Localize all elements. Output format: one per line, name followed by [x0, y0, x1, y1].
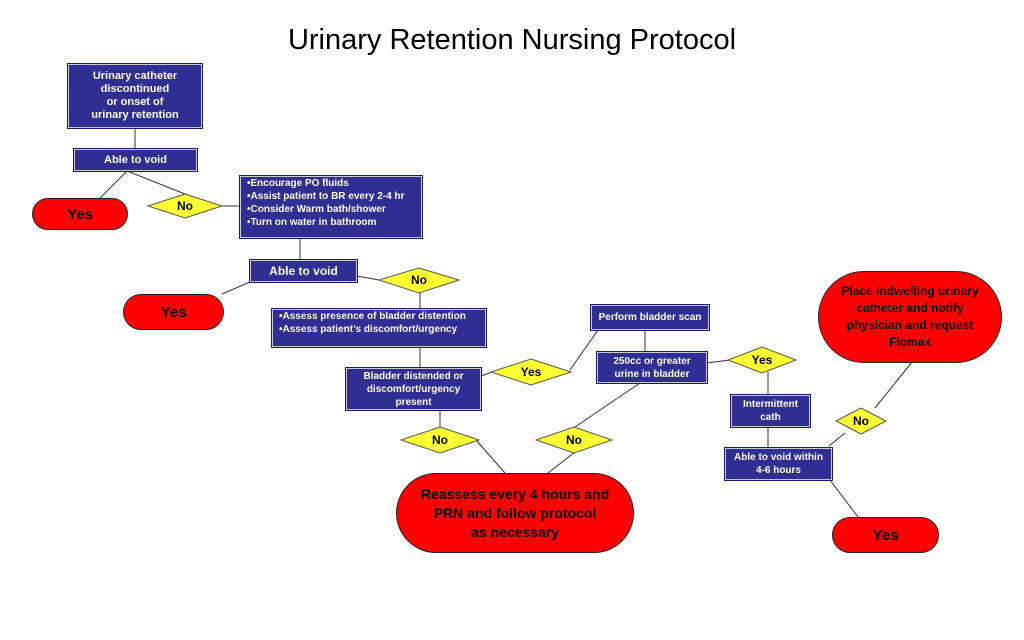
indwelling-catheter-oval: Place indwelling urinary catheter and no… — [818, 271, 1002, 363]
assess-box: •Assess presence of bladder distention •… — [271, 308, 487, 348]
connector — [356, 275, 380, 281]
decision-diamond — [377, 267, 461, 294]
connector — [706, 359, 731, 364]
connector — [569, 329, 599, 371]
decision-no-urine: No — [566, 433, 582, 447]
connector — [574, 382, 641, 428]
able-to-void-box-2: Able to void — [249, 259, 358, 283]
encourage-fluids-box: •Encourage PO fluids •Assist patient to … — [239, 175, 423, 239]
able-to-void-box-1: Able to void — [73, 148, 198, 172]
connector — [126, 170, 186, 195]
decision-no-2: No — [411, 273, 427, 287]
decision-no-1: No — [177, 199, 193, 213]
connector — [828, 432, 846, 447]
decision-diamond — [489, 358, 573, 386]
bladder-distended-box: Bladder distended or discomfort/urgency … — [345, 367, 482, 411]
decision-no-void: No — [853, 414, 869, 428]
page-title: Urinary Retention Nursing Protocol — [287, 24, 737, 56]
connector — [480, 371, 493, 377]
connector — [221, 281, 251, 295]
yes-oval-3: Yes — [832, 517, 939, 553]
intermittent-cath-box: Intermittent cath — [730, 394, 811, 428]
bladder-scan-box: Perform bladder scan — [590, 304, 710, 331]
yes-oval-1: Yes — [32, 198, 128, 230]
connector — [874, 361, 913, 409]
start-box: Urinary catheter discontinued or onset o… — [67, 63, 203, 129]
decision-diamond — [534, 426, 614, 454]
decision-yes-bladder: Yes — [520, 365, 542, 379]
decision-diamond — [146, 193, 224, 219]
decision-yes-urine: Yes — [751, 353, 773, 367]
urine-250-box: 250cc or greater urine in bladder — [596, 351, 708, 384]
decision-diamond — [399, 426, 481, 454]
connector — [99, 170, 128, 199]
connector — [475, 439, 506, 474]
decision-diamond — [726, 346, 798, 374]
decision-diamond — [834, 407, 888, 435]
connector — [829, 479, 859, 518]
connector — [547, 451, 576, 474]
able-to-void-4-6-box: Able to void within 4-6 hours — [724, 447, 833, 481]
yes-oval-2: Yes — [123, 294, 224, 330]
decision-no-bladder: No — [432, 433, 448, 447]
reassess-oval: Reassess every 4 hours and PRN and follo… — [396, 473, 634, 553]
